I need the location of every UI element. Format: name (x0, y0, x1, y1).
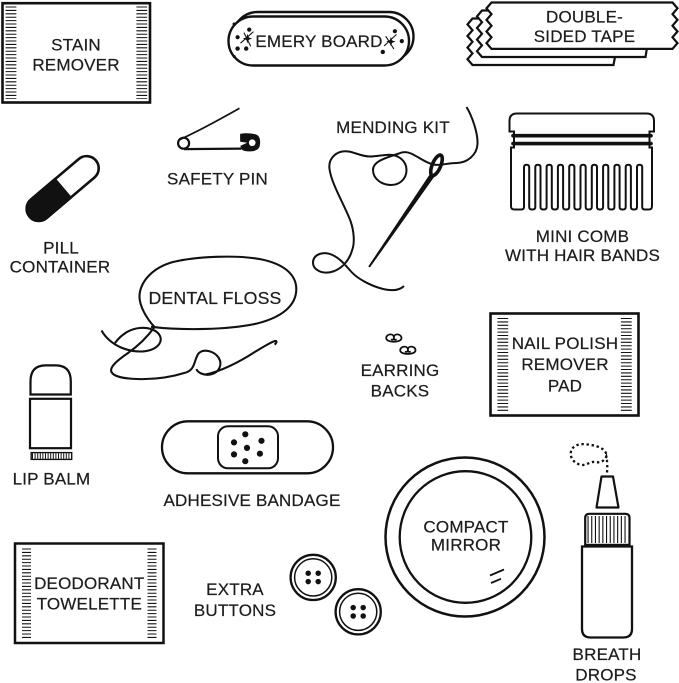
svg-text:BUTTONS: BUTTONS (194, 601, 276, 620)
svg-text:MIRROR: MIRROR (431, 536, 501, 555)
svg-text:PAD: PAD (548, 377, 582, 396)
svg-text:REMOVER: REMOVER (521, 355, 608, 374)
svg-text:MINI COMB: MINI COMB (536, 227, 629, 246)
svg-text:EMERY BOARD: EMERY BOARD (255, 32, 382, 51)
svg-text:NAIL POLISH: NAIL POLISH (512, 334, 618, 353)
svg-text:BREATH: BREATH (573, 645, 642, 664)
svg-text:SIDED TAPE: SIDED TAPE (534, 27, 636, 46)
svg-text:STAIN: STAIN (51, 35, 101, 54)
svg-text:PILL: PILL (43, 239, 79, 258)
svg-text:COMPACT: COMPACT (423, 517, 508, 536)
svg-text:CONTAINER: CONTAINER (10, 258, 111, 277)
svg-text:TOWELETTE: TOWELETTE (37, 595, 142, 614)
svg-text:DEODORANT: DEODORANT (34, 574, 144, 593)
svg-text:REMOVER: REMOVER (32, 55, 119, 74)
svg-text:SAFETY PIN: SAFETY PIN (167, 170, 268, 189)
svg-text:WITH HAIR BANDS: WITH HAIR BANDS (505, 246, 660, 265)
svg-text:ADHESIVE BANDAGE: ADHESIVE BANDAGE (163, 491, 340, 510)
svg-text:BACKS: BACKS (371, 382, 430, 401)
svg-text:EARRING: EARRING (361, 361, 440, 380)
svg-text:DENTAL FLOSS: DENTAL FLOSS (148, 288, 281, 308)
svg-text:DROPS: DROPS (575, 665, 636, 683)
svg-text:DOUBLE-: DOUBLE- (546, 7, 623, 26)
svg-text:EXTRA: EXTRA (206, 580, 264, 599)
svg-text:MENDING KIT: MENDING KIT (336, 118, 450, 137)
svg-text:LIP BALM: LIP BALM (13, 469, 91, 488)
